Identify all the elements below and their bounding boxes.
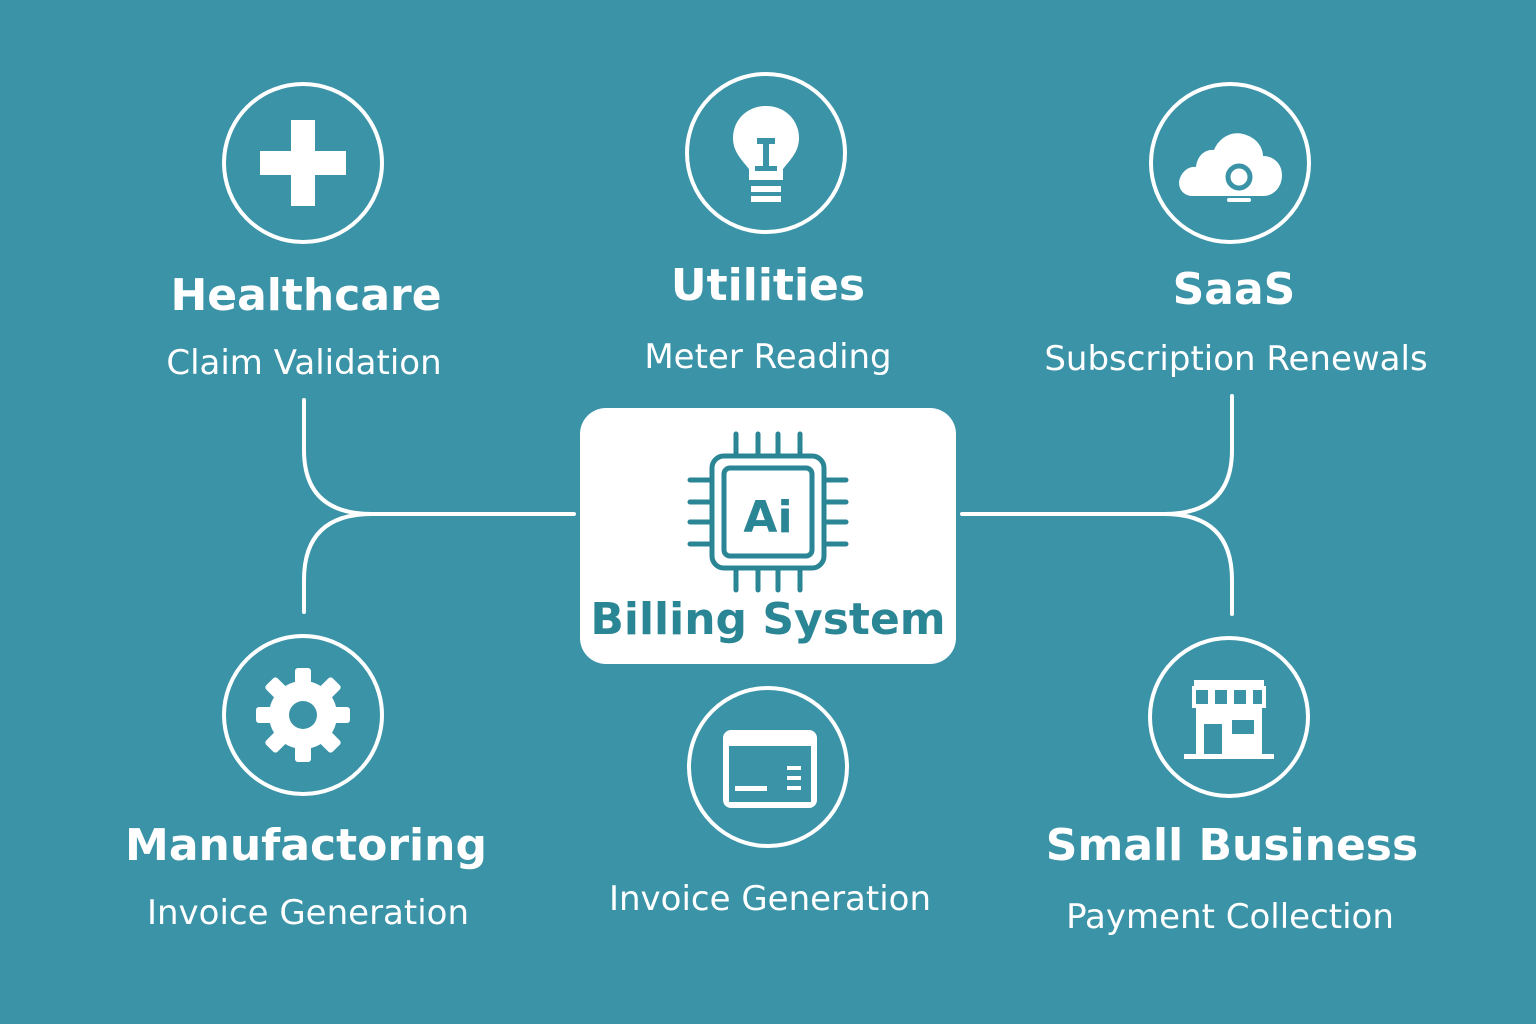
center-label: Billing System: [590, 594, 946, 645]
ai-chip-label: Ai: [743, 492, 792, 543]
small-business-title: Small Business: [1045, 820, 1419, 871]
manufacturing-title: Manufactoring: [125, 820, 487, 871]
small-business-icon-circle: [1148, 636, 1310, 798]
healthcare-icon-circle: [222, 82, 384, 244]
connector-small-business: [1162, 512, 1234, 616]
invoice-icon-circle: [687, 686, 849, 848]
storefront-icon: [1184, 680, 1274, 759]
connector-saas: [960, 394, 1234, 516]
manufacturing-icon-circle: [222, 634, 384, 796]
lightbulb-icon: [733, 106, 799, 202]
connector-healthcare: [302, 398, 576, 516]
medical-cross-icon: [260, 120, 346, 206]
saas-icon-circle: [1149, 82, 1311, 244]
small-business-subtitle: Payment Collection: [1066, 897, 1394, 937]
gear-icon: [256, 668, 350, 762]
cloud-icon: [1179, 133, 1282, 202]
ai-chip-icon: Ai: [687, 431, 849, 593]
utilities-subtitle: Meter Reading: [644, 337, 892, 377]
healthcare-subtitle: Claim Validation: [166, 343, 442, 383]
utilities-title: Utilities: [670, 260, 866, 311]
healthcare-title: Healthcare: [170, 270, 442, 321]
invoice-subtitle: Invoice Generation: [608, 879, 932, 919]
invoice-card-icon: [723, 730, 817, 808]
ai-billing-system-box: Ai Billing System: [580, 408, 956, 664]
saas-subtitle: Subscription Renewals: [1044, 339, 1428, 379]
connector-manufacturing: [302, 512, 374, 614]
utilities-icon-circle: [685, 72, 847, 234]
saas-title: SaaS: [1172, 264, 1296, 315]
manufacturing-subtitle: Invoice Generation: [146, 893, 470, 933]
